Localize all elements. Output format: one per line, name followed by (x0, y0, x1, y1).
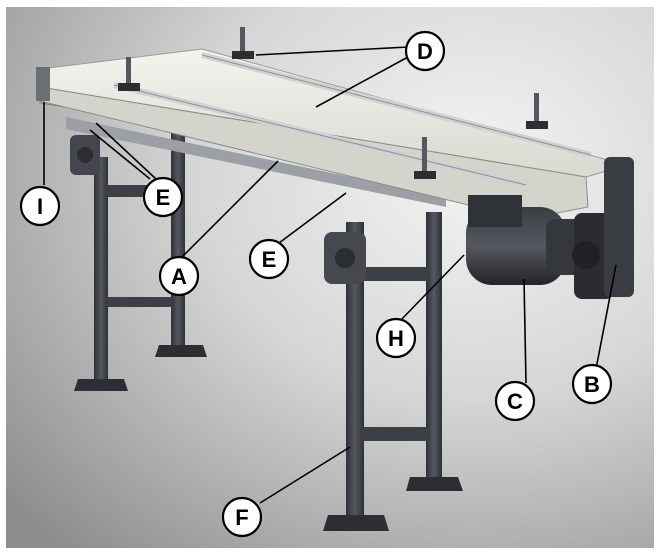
svg-text:F: F (235, 505, 248, 530)
figure-frame: D I E A E H B C F (6, 7, 654, 548)
front-leg (323, 212, 463, 531)
callout-i: I (19, 185, 61, 227)
svg-text:E: E (156, 185, 171, 210)
callout-e-left: E (142, 176, 184, 218)
callout-a: A (158, 255, 200, 297)
svg-text:C: C (507, 389, 523, 414)
conveyor-diagram: D I E A E H B C F (6, 7, 654, 548)
callout-e-center: E (248, 238, 290, 280)
svg-text:E: E (262, 247, 277, 272)
svg-text:D: D (417, 39, 433, 64)
guide-rails (113, 52, 592, 188)
leader-lines (43, 46, 617, 504)
lower-frame-rail (66, 117, 446, 207)
callout-b: B (571, 363, 613, 405)
callout-c: C (494, 380, 536, 422)
svg-text:H: H (388, 326, 404, 351)
callout-d: D (404, 30, 446, 72)
svg-text:A: A (171, 264, 187, 289)
guide-rail-posts (118, 27, 548, 179)
drive-motor (466, 157, 634, 299)
svg-text:B: B (584, 372, 600, 397)
callout-f: F (221, 496, 263, 538)
callout-h: H (375, 317, 417, 359)
svg-text:I: I (37, 194, 43, 219)
idler-end (36, 67, 50, 101)
